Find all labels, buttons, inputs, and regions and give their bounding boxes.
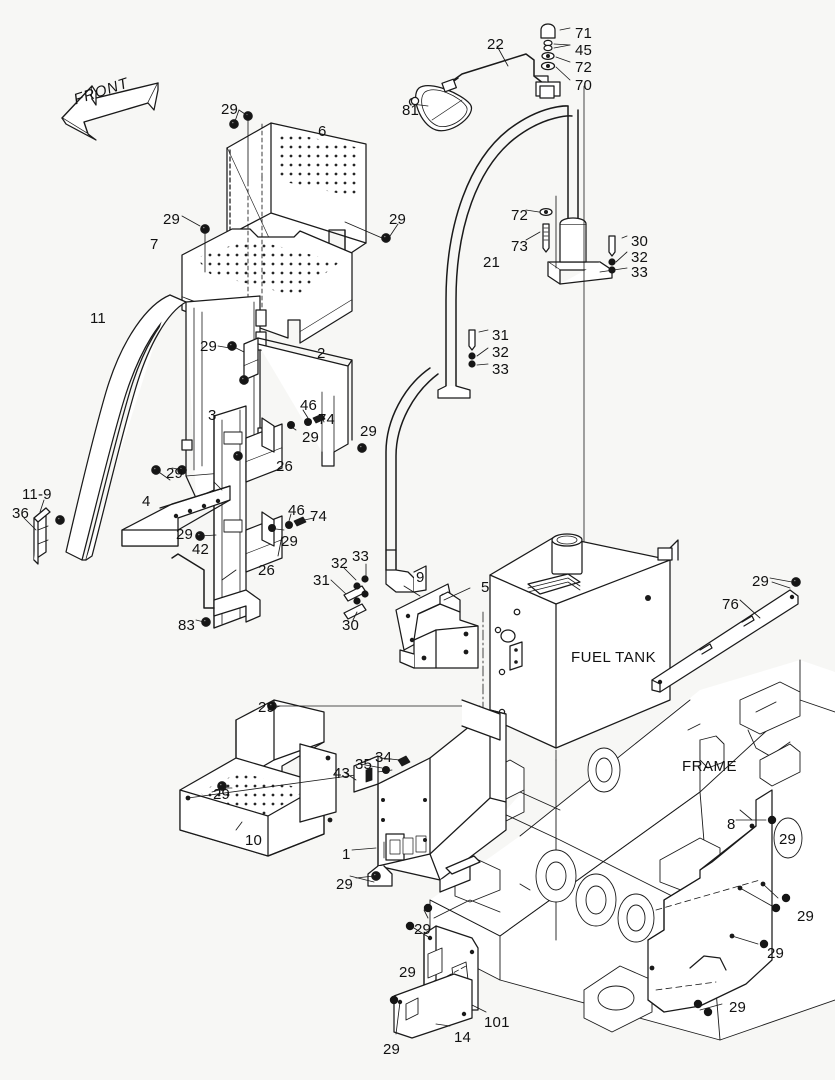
callout-9: 9 <box>416 569 425 586</box>
callout-32: 32 <box>631 249 649 266</box>
front-arrow-icon <box>61 82 159 141</box>
callout-29: 29 <box>281 533 299 550</box>
part-11-9-bracket <box>33 507 51 565</box>
callout-29: 29 <box>176 526 194 543</box>
callout-46: 46 <box>300 397 318 414</box>
hardware-31-33-lower <box>343 575 369 620</box>
callout-71: 71 <box>575 25 593 42</box>
part-2-post <box>231 337 353 467</box>
callout-36: 36 <box>12 505 30 522</box>
hardware-31-32-33-mid <box>468 329 476 368</box>
part-4-arm <box>121 469 231 547</box>
callout-29: 29 <box>163 211 181 228</box>
part-14-plate <box>393 973 473 1039</box>
callout-101: 101 <box>484 1014 510 1031</box>
callout-29: 29 <box>414 921 432 938</box>
callout-29: 29 <box>797 908 815 925</box>
callout-46: 46 <box>288 502 306 519</box>
callout-72: 72 <box>575 59 593 76</box>
callout-29: 29 <box>258 699 276 716</box>
callout-22: 22 <box>487 36 505 53</box>
callout-76: 76 <box>722 596 740 613</box>
callout-29: 29 <box>360 423 378 440</box>
part-76-strip <box>651 581 799 693</box>
callout-42: 42 <box>192 541 210 558</box>
callout-26: 26 <box>276 458 294 475</box>
callout-6: 6 <box>318 123 327 140</box>
callout-5: 5 <box>481 579 490 596</box>
hardware-stack-top <box>540 23 556 71</box>
callout-32: 32 <box>492 344 510 361</box>
callout-30: 30 <box>342 617 360 634</box>
callout-34: 34 <box>375 749 393 766</box>
part-42-rod <box>171 553 237 609</box>
callout-35: 35 <box>355 756 373 773</box>
part-3-plate <box>213 405 283 629</box>
callout-33: 33 <box>631 264 649 281</box>
hardware-72-73 <box>539 207 553 253</box>
callout-29: 29 <box>389 211 407 228</box>
fuel-tank-label: FUEL TANK <box>571 649 657 666</box>
callout-33: 33 <box>492 361 510 378</box>
callout-4: 4 <box>142 493 151 510</box>
callout-10: 10 <box>245 832 263 849</box>
callout-33: 33 <box>352 548 370 565</box>
callout-74: 74 <box>318 411 336 428</box>
hardware-43-35-34 <box>353 755 411 793</box>
callout-29: 29 <box>383 1041 401 1058</box>
callout-31: 31 <box>313 572 331 589</box>
callout-29: 29 <box>166 465 184 482</box>
callout-29: 29 <box>221 101 239 118</box>
part-22-mirror-arm <box>441 53 561 99</box>
callout-29: 29 <box>200 338 218 355</box>
callout-29: 29 <box>752 573 770 590</box>
fuel-tank <box>482 533 679 761</box>
callout-21: 21 <box>483 254 501 271</box>
callout-26: 26 <box>258 562 276 579</box>
part-1-toolbox <box>367 699 507 893</box>
callout-7: 7 <box>150 236 159 253</box>
part-10-step <box>179 699 481 857</box>
callout-29: 29 <box>399 964 417 981</box>
callout-1: 1 <box>342 846 351 863</box>
callout-73: 73 <box>511 238 529 255</box>
callout-8: 8 <box>727 816 736 833</box>
hardware-30-32-33-right <box>608 235 616 274</box>
callout-11-9: 11-9 <box>22 486 52 503</box>
callout-14: 14 <box>454 1029 472 1046</box>
callout-29: 29 <box>336 876 354 893</box>
callout-74: 74 <box>310 508 328 525</box>
callout-70: 70 <box>575 77 593 94</box>
callout-29: 29 <box>213 786 231 803</box>
callout-45: 45 <box>575 42 593 59</box>
callout-43: 43 <box>333 765 351 782</box>
callout-83: 83 <box>178 617 196 634</box>
callout-29: 29 <box>779 831 797 848</box>
callout-30: 30 <box>631 233 649 250</box>
part-8-side-panel <box>647 789 779 1013</box>
callout-11: 11 <box>90 310 106 327</box>
callout-31: 31 <box>492 327 510 344</box>
callout-29: 29 <box>767 945 785 962</box>
callout-29: 29 <box>302 429 320 446</box>
part-5-bracket <box>399 587 479 669</box>
callout-32: 32 <box>331 555 349 572</box>
part-81-mirror <box>408 85 473 132</box>
frame-label: FRAME <box>682 758 737 775</box>
callout-29: 29 <box>729 999 747 1016</box>
callout-81: 81 <box>402 102 420 119</box>
part-21-rops <box>385 105 613 593</box>
hardware-46-74-lower <box>268 516 307 532</box>
callout-2: 2 <box>317 345 326 362</box>
callout-72: 72 <box>511 207 529 224</box>
callout-3: 3 <box>208 407 217 424</box>
